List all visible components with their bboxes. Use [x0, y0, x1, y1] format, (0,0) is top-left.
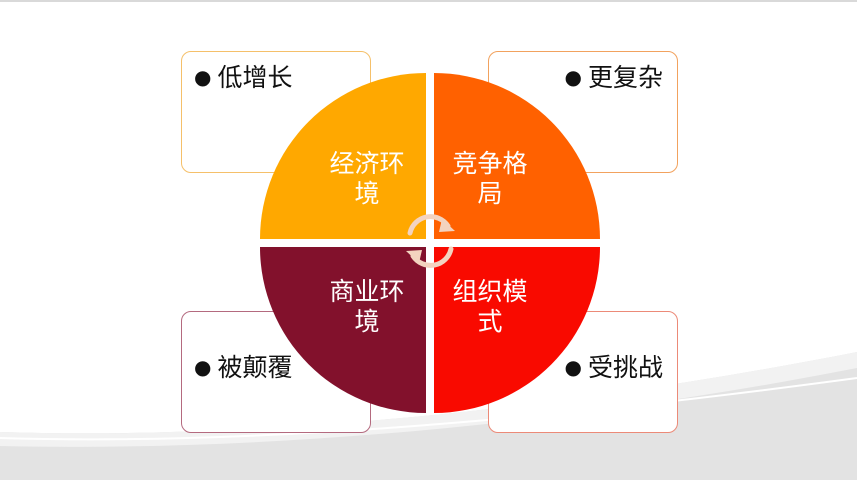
bullet-dot-icon: ● — [194, 355, 212, 379]
bullet-dot-icon: ● — [564, 355, 582, 379]
top-border-line — [0, 0, 857, 2]
quadrant-label-organizational-model: 组织模式 — [452, 277, 528, 336]
bullet-dot-icon: ● — [194, 65, 212, 89]
quadrant-economic-environment — [260, 73, 426, 239]
quadrant-label-business-environment: 商业环境 — [329, 277, 405, 336]
quadrant-competitive-landscape — [434, 73, 600, 239]
quadrant-label-economic-environment: 经济环境 — [329, 149, 405, 208]
callout-text-bottom-right: ●受挑战 — [564, 353, 663, 382]
callout-text-top-right: ●更复杂 — [564, 63, 663, 92]
quadrant-label-competitive-landscape: 竞争格局 — [452, 149, 528, 208]
quadrant-business-environment — [260, 247, 426, 413]
bullet-dot-icon: ● — [564, 65, 582, 89]
quadrant-organizational-model — [434, 247, 600, 413]
callout-text-top-left: ●低增长 — [194, 63, 293, 92]
cycle-arrow-heads — [406, 219, 455, 263]
callout-text-bottom-left: ●被颠覆 — [194, 353, 293, 382]
